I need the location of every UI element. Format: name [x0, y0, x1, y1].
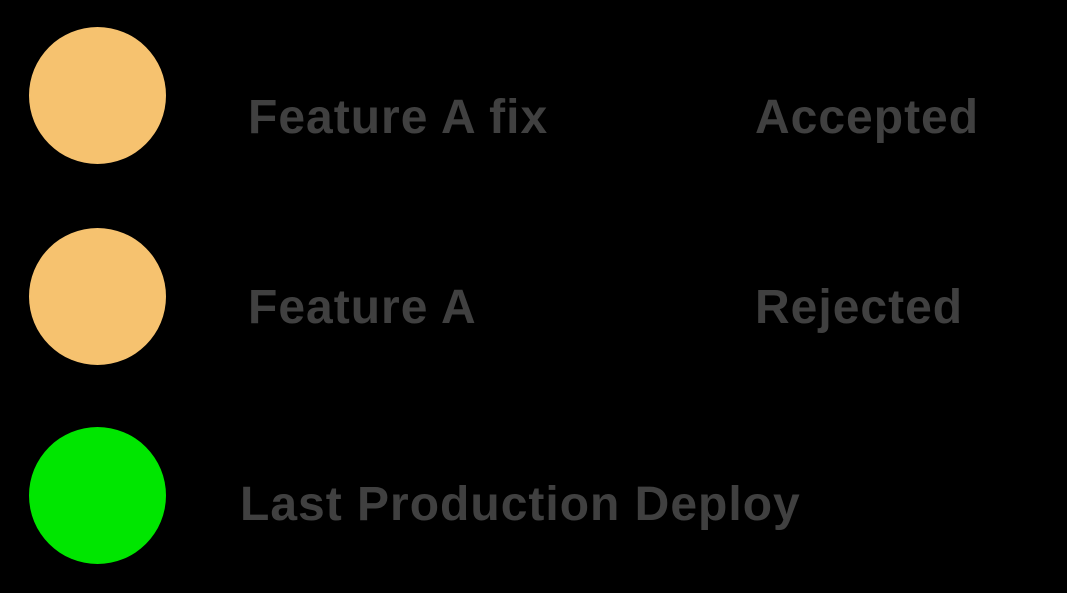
feature-a-label: Feature A: [248, 281, 477, 334]
feature-a-commit-dot-icon: [29, 228, 166, 365]
production-deploy-dot-icon: [29, 427, 166, 564]
feature-a-fix-commit-dot-icon: [29, 27, 166, 164]
feature-a-fix-label: Feature A fix: [248, 91, 549, 144]
last-production-deploy-label: Last Production Deploy: [240, 478, 801, 531]
rejected-status-label: Rejected: [755, 281, 964, 334]
accepted-status-label: Accepted: [755, 91, 980, 144]
